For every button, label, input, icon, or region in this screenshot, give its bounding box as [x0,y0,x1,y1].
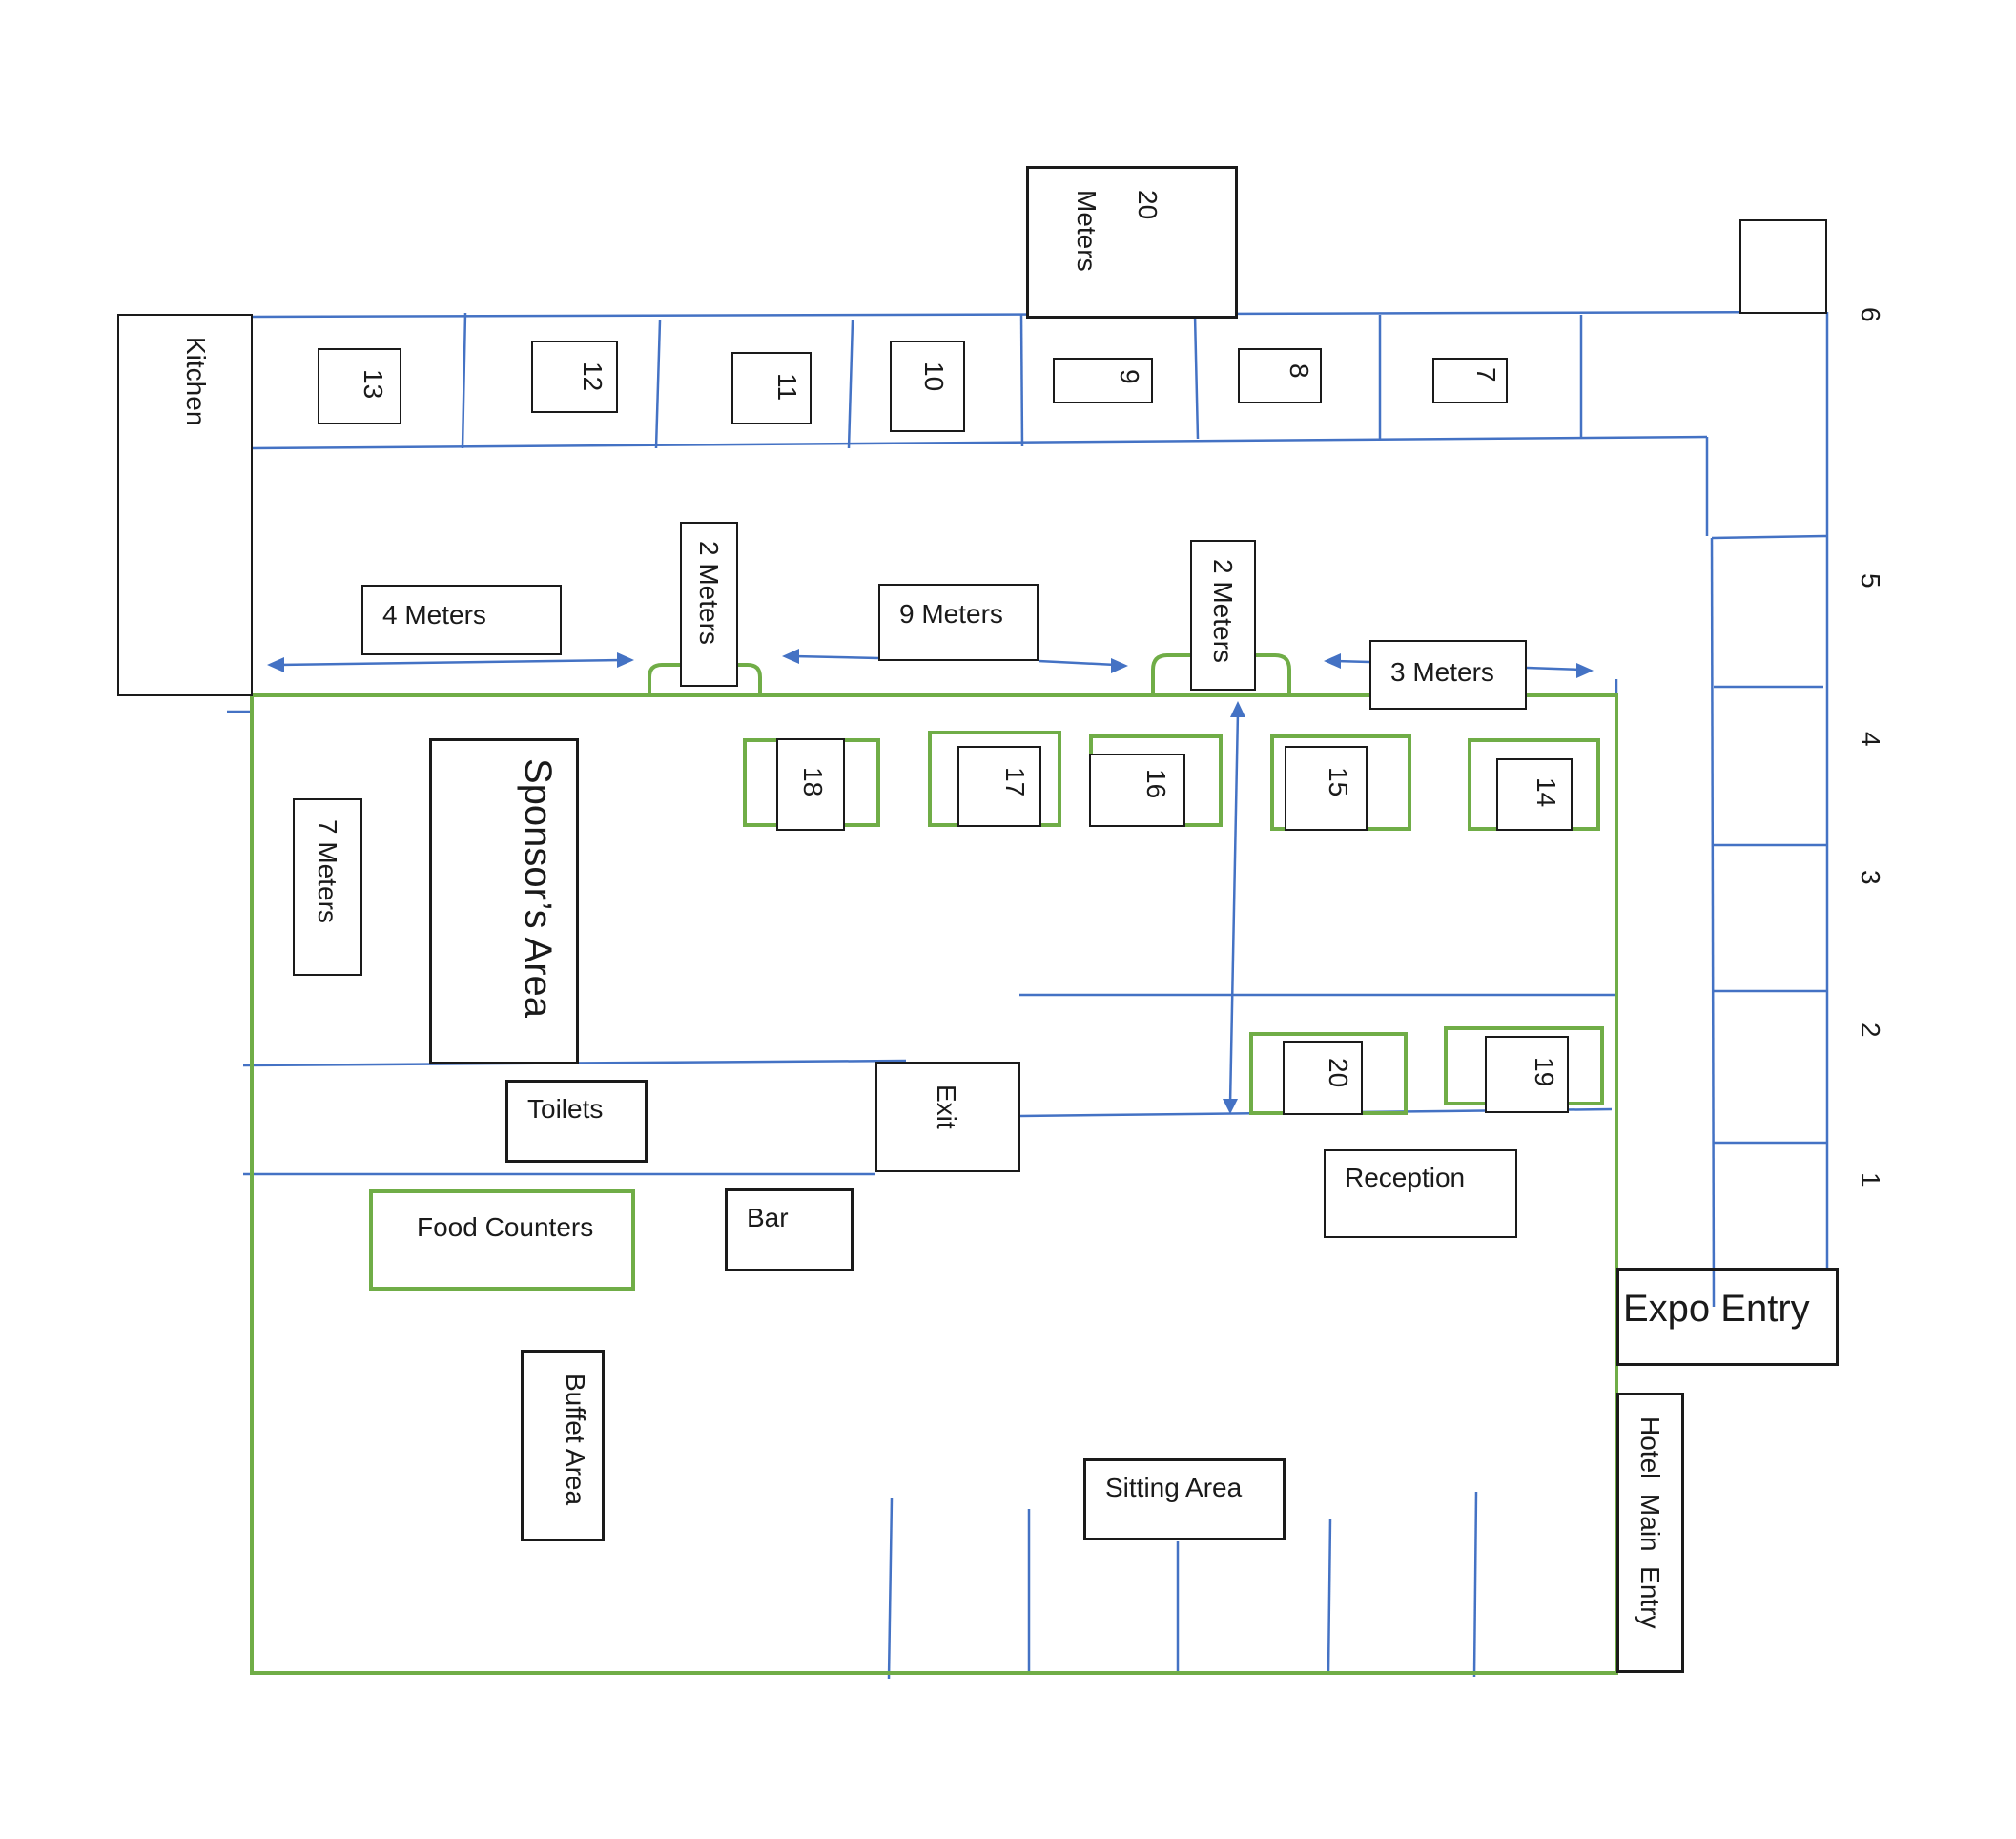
booth-number: 12 [578,362,607,392]
sponsor-area-label: Sponsor’s Area [517,758,559,1019]
booth-12[interactable]: 12 [531,341,618,413]
arrowhead-icon [782,649,799,664]
booth-number: 17 [1000,767,1030,797]
expo-entry-label: Expo Entry [1623,1288,1810,1330]
dimension-box-2m: 2 Meters [680,522,738,687]
wall-line [1711,534,1828,540]
booth-number: 15 [1324,767,1353,797]
corner-square [1739,219,1827,314]
toilets-area: Toilets [505,1080,648,1163]
reception-label: Reception [1345,1163,1466,1192]
booth-20[interactable]: 20 [1283,1041,1363,1115]
dimension-label: 7 Meters [313,819,342,923]
booth-number: 19 [1530,1057,1559,1087]
booth-number: 10 [919,362,949,392]
wall-line [251,435,1708,450]
row-number: 6 [1856,307,1885,322]
booth-16[interactable]: 16 [1089,754,1185,827]
booth-17[interactable]: 17 [957,746,1041,827]
booth-number: 8 [1285,363,1314,379]
bar-label: Bar [747,1203,789,1232]
exit-label: Exit [932,1085,961,1129]
booth-9[interactable]: 9 [1053,358,1153,403]
sitting-label: Sitting Area [1105,1473,1243,1502]
buffet-label: Buffet Area [561,1374,590,1506]
row-number: 3 [1856,870,1885,885]
booth-19[interactable]: 19 [1485,1036,1569,1113]
booth-number: 11 [772,373,802,402]
row-number: 5 [1856,573,1885,589]
booth-number: 20 [1324,1058,1353,1088]
booth-number: 13 [359,369,388,400]
arrowhead-icon [1324,653,1341,669]
booth-number: 16 [1142,769,1171,799]
hotel-main-entry[interactable]: Hotel Main Entry [1616,1393,1684,1673]
arrowhead-icon [1230,701,1245,717]
arrowhead-icon [1111,658,1128,673]
booth-13[interactable]: 13 [318,348,401,424]
arrowhead-icon [1576,663,1594,678]
toilets-label: Toilets [527,1094,604,1124]
dimension-label: 2 Meters [1208,559,1238,663]
exit-area[interactable]: Exit [875,1062,1020,1172]
row-number: 2 [1856,1023,1885,1038]
row-number: 4 [1856,732,1885,747]
dimension-label: 3 Meters [1390,657,1494,687]
sponsor-area: Sponsor’s Area [429,738,579,1064]
booth-8[interactable]: 8 [1238,348,1322,403]
dimension-box-2m: 2 Meters [1190,540,1256,691]
food-counters-label: Food Counters [417,1212,594,1242]
dimension-label: 9 Meters [899,599,1003,629]
arrowhead-icon [267,657,284,672]
row-number: 1 [1856,1172,1885,1188]
booth-number: 9 [1115,369,1144,384]
booth-number: 7 [1471,367,1501,382]
arrowhead-icon [617,652,634,668]
booth-10[interactable]: 10 [890,341,965,432]
bar-area: Bar [725,1188,854,1271]
dimension-label: 2 Meters [694,541,724,645]
booth-18[interactable]: 18 [776,738,845,831]
reception-area: Reception [1324,1149,1517,1238]
hotel-entry-label: Hotel Main Entry [1635,1416,1665,1629]
arrowhead-icon [1223,1099,1238,1114]
dimension-box-20m: 20 Meters [1026,166,1238,319]
booth-7[interactable]: 7 [1432,358,1508,403]
dimension-box-3m: 3 Meters [1369,640,1527,710]
dimension-box-4m: 4 Meters [361,585,562,655]
wall-line [1710,537,1716,1308]
dimension-label: Meters [1072,190,1101,272]
dimension-label: 20 [1133,190,1162,220]
food-counters-area: Food Counters [369,1189,635,1291]
kitchen-area: Kitchen [117,314,253,696]
booth-14[interactable]: 14 [1496,758,1573,831]
booth-number: 18 [798,767,828,797]
expo-hall-boundary [250,693,1618,1675]
kitchen-label: Kitchen [181,337,211,426]
dimension-label: 4 Meters [382,600,486,630]
dimension-box-7m: 7 Meters [293,798,362,976]
buffet-area: Buffet Area [521,1350,605,1541]
dimension-arrow-vertical [1228,711,1240,1105]
booth-11[interactable]: 11 [731,352,812,424]
expo-entry[interactable]: Expo Entry [1616,1268,1839,1366]
dimension-arrow-4m [278,658,623,667]
dimension-box-9m: 9 Meters [878,584,1039,661]
booth-number: 14 [1532,777,1561,808]
sitting-area: Sitting Area [1083,1458,1286,1540]
booth-15[interactable]: 15 [1285,746,1368,831]
